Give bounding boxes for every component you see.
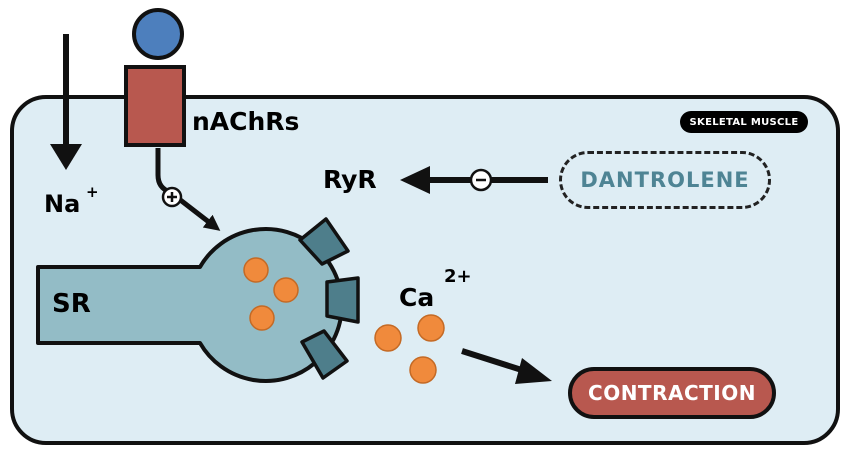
calcium-ion [374, 324, 402, 352]
inhibition-arrowhead [400, 166, 430, 194]
ryr-label: RyR [323, 165, 377, 194]
dantrolene-label: DANTROLENE [580, 168, 750, 192]
na-charge: + [86, 183, 99, 201]
calcium-ion [249, 305, 275, 331]
contraction-arrowhead [515, 358, 552, 384]
na-influx-arrowhead [50, 144, 82, 170]
contraction-arrow [461, 348, 529, 375]
calcium-ion [409, 356, 437, 384]
calcium-ion [243, 257, 269, 283]
skeletal-muscle-tag: SKELETAL MUSCLE [680, 111, 808, 133]
nachrs-label: nAChRs [192, 107, 300, 136]
ryr-channel-middle [325, 276, 360, 324]
ryr-channel-top [298, 217, 350, 266]
ca-charge: 2+ [444, 266, 472, 287]
receptor-head [132, 8, 184, 60]
contraction-label: CONTRACTION [588, 381, 756, 405]
calcium-ion [417, 314, 445, 342]
contraction-box: CONTRACTION [568, 367, 776, 419]
receptor-body [124, 65, 186, 147]
na-label: Na [44, 190, 81, 218]
dantrolene-box: DANTROLENE [559, 151, 771, 209]
ryr-channel-bottom [300, 329, 349, 380]
calcium-ion [273, 277, 299, 303]
sr-label: SR [52, 289, 91, 319]
ca-label: Ca [399, 283, 435, 312]
